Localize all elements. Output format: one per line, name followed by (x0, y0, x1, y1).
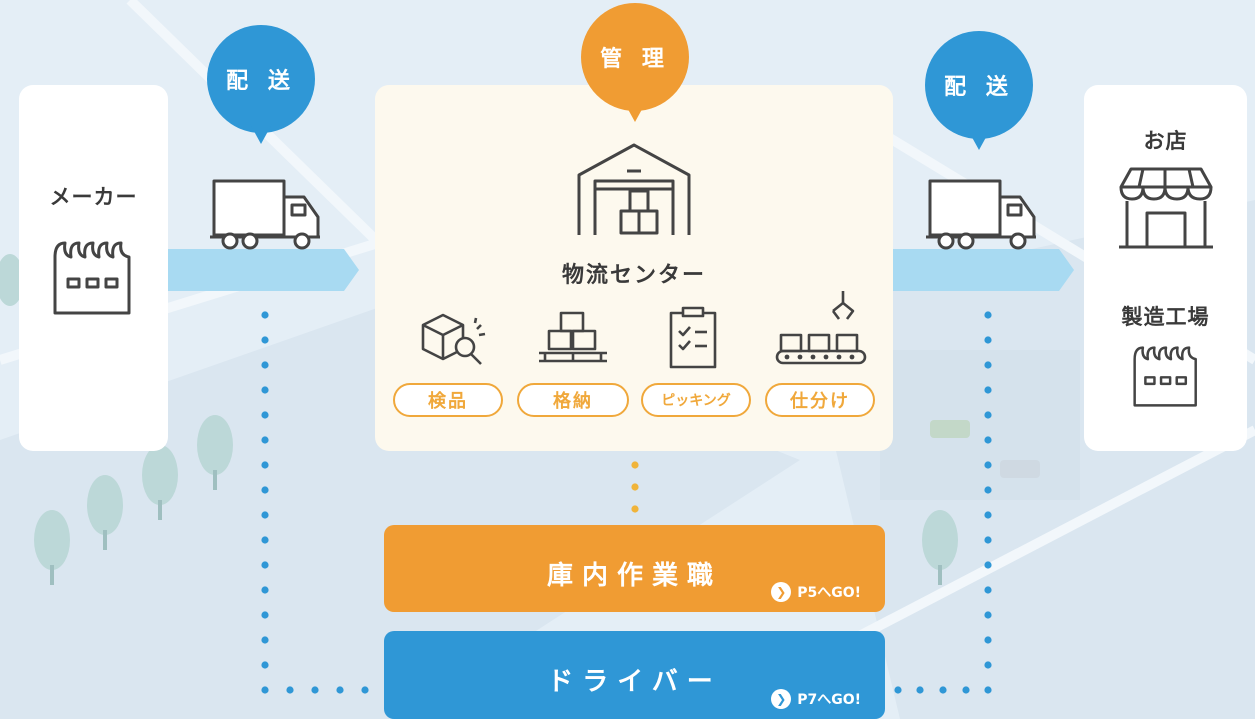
inspection-icon (421, 313, 486, 365)
step-sorting: 仕分け (765, 383, 875, 417)
truck-icon (210, 179, 320, 250)
step-picking: ピッキング (641, 383, 751, 417)
destination-card: お店 製造工場 (1084, 85, 1247, 451)
management-pin-label: 管 理 (600, 47, 670, 72)
pin-tail (207, 25, 315, 144)
go-link-p7[interactable]: ❯ P7へGO! (771, 689, 861, 709)
job-warehouse-worker[interactable]: 庫内作業職 ❯ P5へGO! (384, 525, 885, 612)
factory-icon (1133, 346, 1197, 407)
job-warehouse-worker-title: 庫内作業職 (546, 561, 722, 591)
factory-icon (53, 241, 131, 315)
pin-tail (581, 3, 689, 122)
pallet-storage-icon (539, 311, 607, 363)
maker-title: メーカー (49, 185, 138, 209)
trees (0, 254, 958, 585)
go-link-p5-label: P5へGO! (797, 585, 861, 601)
step-storage: 格納 (517, 383, 629, 417)
job-driver-title: ドライバー (547, 667, 722, 697)
logistics-center-card: 物流センター 検品 格納 ピッキング 仕分け (375, 85, 893, 451)
delivery-pin-right: 配 送 (924, 30, 1034, 140)
truck-icon (926, 179, 1036, 250)
maker-card: メーカー (19, 85, 168, 451)
delivery-pin-right-label: 配 送 (944, 75, 1014, 100)
chevron-right-icon: ❯ (771, 582, 792, 602)
factory-title: 製造工場 (1121, 305, 1210, 329)
management-pin: 管 理 (580, 2, 690, 112)
go-link-p7-label: P7へGO! (797, 692, 861, 708)
job-driver[interactable]: ドライバー ❯ P7へGO! (384, 631, 885, 719)
delivery-pin-left: 配 送 (206, 24, 316, 134)
logistics-center-title: 物流センター (561, 263, 706, 288)
shop-title: お店 (1143, 129, 1188, 153)
delivery-pin-left-label: 配 送 (226, 69, 296, 94)
step-inspection: 検品 (393, 383, 503, 417)
conveyor-sorting-icon (775, 291, 867, 365)
go-link-p5[interactable]: ❯ P5へGO! (771, 582, 861, 602)
flow-arrow-right (893, 249, 1074, 291)
flow-arrow-left (168, 249, 359, 291)
warehouse-icon (577, 143, 691, 235)
chevron-right-icon: ❯ (771, 689, 792, 709)
pin-tail (925, 31, 1033, 150)
storefront-icon (1119, 167, 1213, 249)
checklist-icon (669, 306, 717, 369)
